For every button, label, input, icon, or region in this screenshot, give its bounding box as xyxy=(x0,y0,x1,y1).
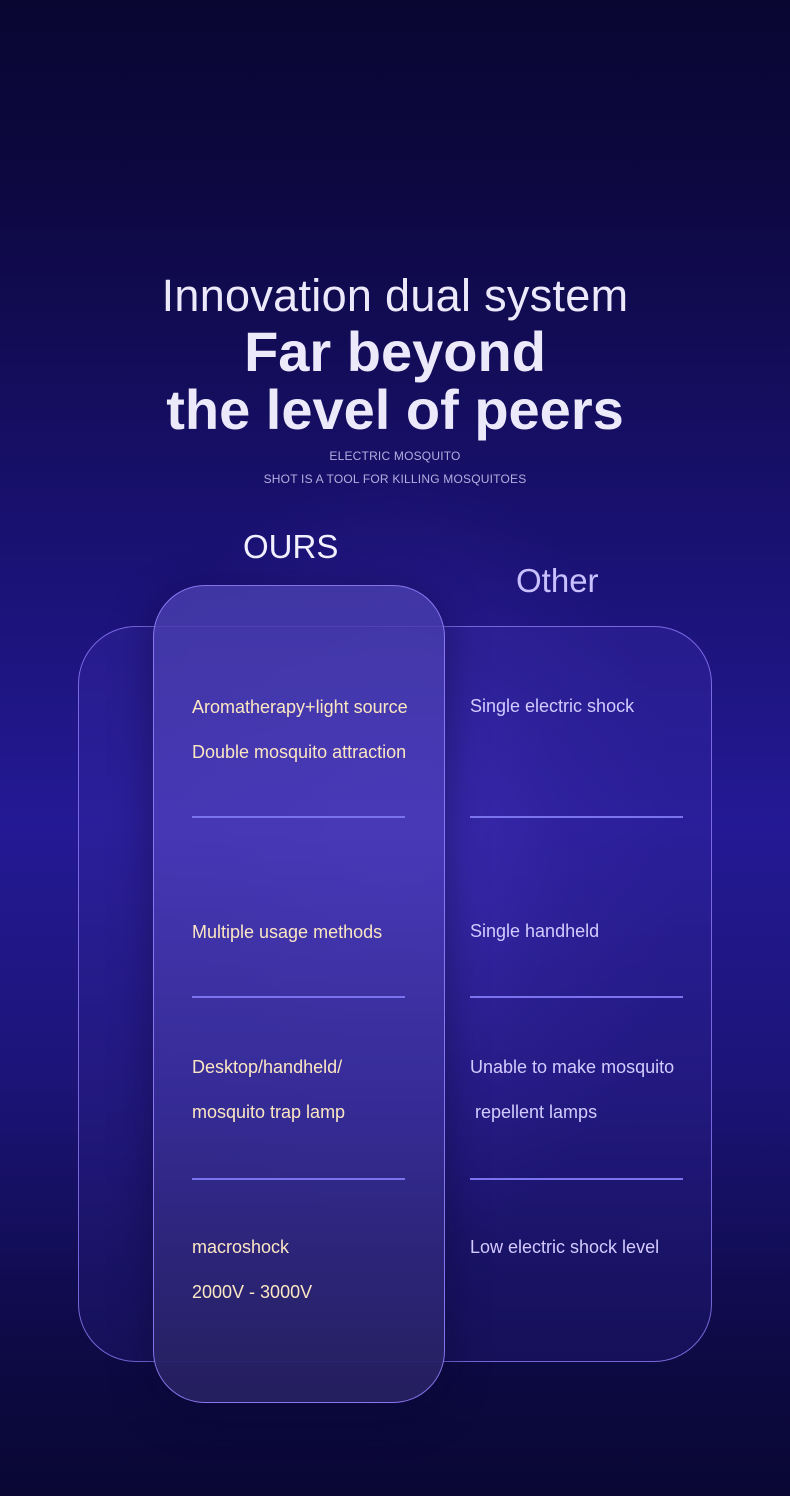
ours-row3-line2: mosquito trap lamp xyxy=(192,1102,346,1122)
ours-row4-line1: macroshock xyxy=(192,1237,290,1257)
other-row3-line1: Unable to make mosquito xyxy=(470,1057,675,1077)
other-divider-1 xyxy=(470,816,683,818)
ours-highlight-card xyxy=(153,585,445,1403)
headline-line-3: the level of peers xyxy=(166,378,624,441)
headline-line-2: Far beyond xyxy=(244,320,546,383)
ours-row3-line1: Desktop/handheld/ xyxy=(192,1057,343,1077)
ours-column-label: OURS xyxy=(243,528,339,565)
ours-row2-line1: Multiple usage methods xyxy=(192,922,383,942)
other-row3-line2: repellent lamps xyxy=(470,1102,598,1122)
other-divider-3 xyxy=(470,1178,683,1180)
subtitle-line-1: ELECTRIC MOSQUITO xyxy=(329,449,461,463)
ours-row4-line2: 2000V - 3000V xyxy=(192,1282,313,1302)
other-row4-line1: Low electric shock level xyxy=(470,1237,660,1257)
headline-line-1: Innovation dual system xyxy=(161,270,629,321)
other-divider-2 xyxy=(470,996,683,998)
other-column-label: Other xyxy=(516,562,599,599)
subtitle-line-2: SHOT IS A TOOL FOR KILLING MOSQUITOES xyxy=(263,472,527,486)
ours-divider-1 xyxy=(192,816,405,818)
other-row2-line1: Single handheld xyxy=(470,921,600,941)
ours-row1-line2: Double mosquito attraction xyxy=(192,742,407,762)
ours-divider-2 xyxy=(192,996,405,998)
ours-divider-3 xyxy=(192,1178,405,1180)
other-row1-line1: Single electric shock xyxy=(470,696,635,716)
ours-row1-line1: Aromatherapy+light source xyxy=(192,697,408,717)
